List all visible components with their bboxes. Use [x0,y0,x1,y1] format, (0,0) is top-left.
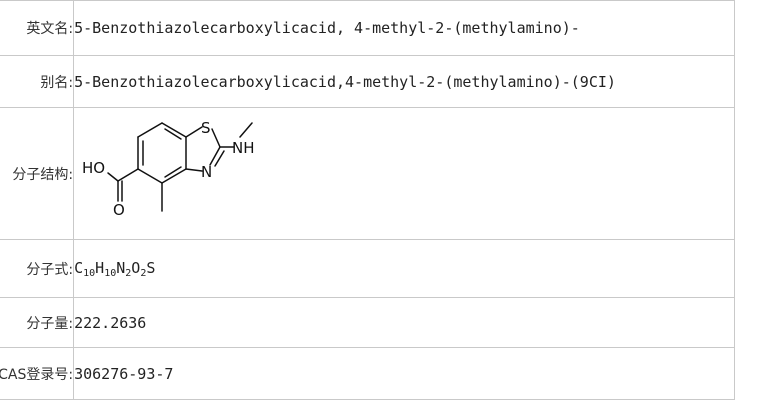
row-structure: 分子结构: [0,107,735,240]
formula-label: 分子式: [0,239,75,298]
formula-h: H [95,258,105,277]
formula-s: S [146,258,156,277]
atom-n: N [201,163,212,181]
structure-cell: S N NH HO O [73,107,735,240]
formula-c: C [74,258,84,277]
structure-label: 分子结构: [0,107,75,240]
formula-c-count: 10 [83,267,96,279]
atom-ho: HO [82,159,105,177]
alias-value: 5-Benzothiazolecarboxylicacid,4-methyl-2… [73,55,735,108]
row-cas: CAS登录号: 306276-93-7 [0,347,735,400]
formula-o: O [131,258,141,277]
formula-h-count: 10 [104,267,117,279]
atom-o: O [113,201,125,219]
row-alias: 别名: 5-Benzothiazolecarboxylicacid,4-meth… [0,55,735,108]
row-formula: 分子式: C10H10N2O2S [0,239,735,298]
molecular-formula: C10H10N2O2S [73,239,735,298]
row-english-name: 英文名: 5-Benzothiazolecarboxylicacid, 4-me… [0,0,735,56]
weight-value: 222.2636 [73,297,735,348]
atom-nh: NH [232,139,254,157]
row-weight: 分子量: 222.2636 [0,297,735,348]
formula-n-count: 2 [125,267,132,279]
alias-label: 别名: [0,55,75,108]
cas-value: 306276-93-7 [73,347,735,400]
property-table: 英文名: 5-Benzothiazolecarboxylicacid, 4-me… [0,0,735,400]
cas-label: CAS登录号: [0,347,75,400]
english-name-label: 英文名: [0,0,75,56]
molecule-structure-image: S N NH HO O [82,119,254,219]
atom-s: S [201,119,211,137]
formula-n: N [116,258,126,277]
weight-label: 分子量: [0,297,75,348]
english-name-value: 5-Benzothiazolecarboxylicacid, 4-methyl-… [73,0,735,56]
formula-o-count: 2 [140,267,147,279]
